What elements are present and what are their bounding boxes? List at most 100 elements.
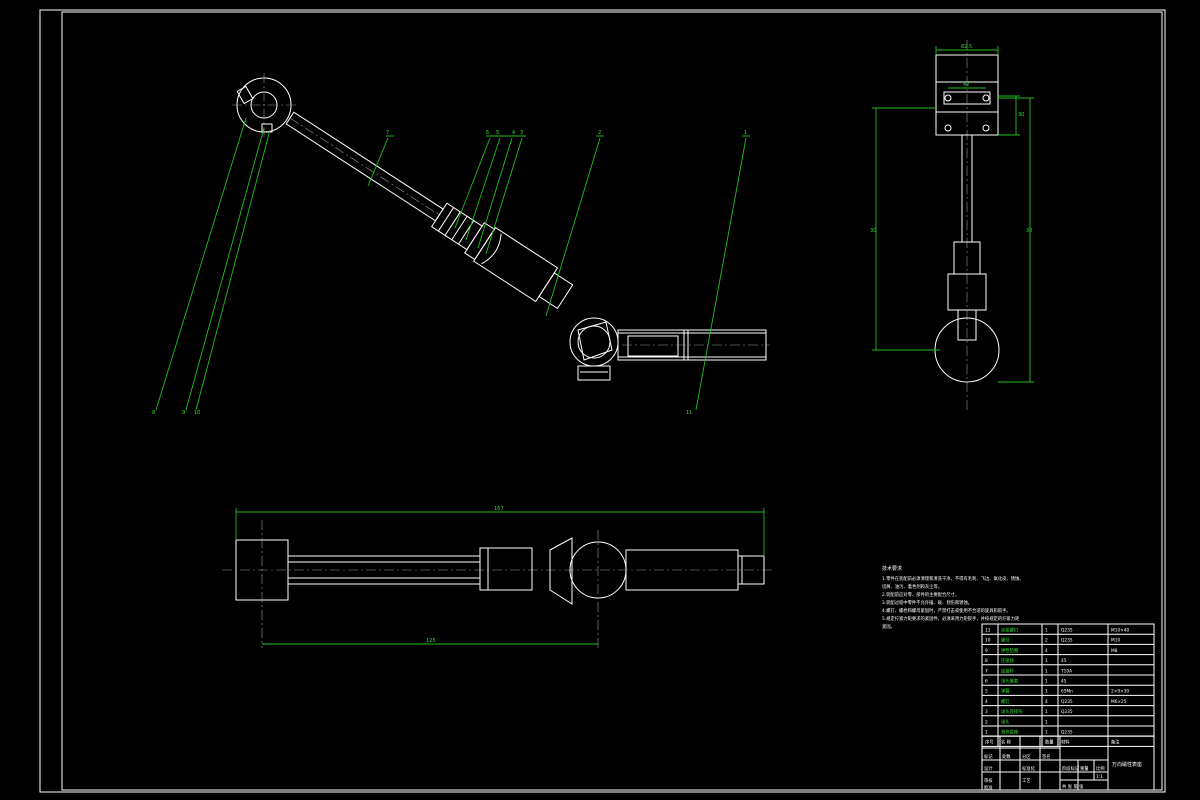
balloon-3: 3 xyxy=(520,130,523,136)
balloon-9: 9 xyxy=(182,410,185,416)
bom-cell: Q235 xyxy=(1061,730,1073,736)
title-label: 批准 xyxy=(984,784,993,791)
bom-cell: 滑块底座 xyxy=(1001,729,1019,736)
title-label: 标准化 xyxy=(1022,765,1036,772)
bom-cell: Q235 xyxy=(1061,699,1073,705)
balloon-4: 4 xyxy=(512,130,515,136)
connecting-rod xyxy=(285,111,444,222)
bom-cell: 球头螺套 xyxy=(1001,678,1019,685)
bom-cell: 65Mn xyxy=(1061,689,1073,695)
bom-header-cell: 名 称 xyxy=(1001,739,1012,746)
title-label: 审核 xyxy=(984,777,993,784)
technical-notes: 技术要求 1.零件在装配前必须清理和清洗干净，不得有毛刺、飞边、氧化皮、锈蚀、 … xyxy=(882,565,1024,630)
title-block: 标记 处数 分区 签名 设计 标准化 阶段标记 重量 比例 审核 工艺 批准 共… xyxy=(981,735,1155,791)
bom-header-cell: 序号 xyxy=(985,739,994,746)
bom-cell: 弹簧 xyxy=(1001,688,1010,695)
bom-cell: Q235 xyxy=(1061,638,1073,644)
dim-overall-height-left: 30 xyxy=(870,228,876,234)
bom-cell: 夹紧螺钉 xyxy=(1001,627,1019,634)
ball-nut xyxy=(577,365,611,381)
note-line: 1.零件在装配前必须清理和清洗干净，不得有毛刺、飞边、氧化皮、锈蚀、 xyxy=(882,575,1024,582)
bom-cell: 球头 xyxy=(1001,718,1010,725)
balloon-1: 1 xyxy=(744,130,747,136)
bom-cell: 7 xyxy=(985,668,988,674)
bom-cell: 2 xyxy=(985,719,988,725)
bom-cell: 4 xyxy=(1045,699,1048,705)
dim-bottom-overall: 167 xyxy=(494,506,504,512)
ball-socket-block xyxy=(472,226,559,303)
bom-cell: 6 xyxy=(985,679,988,685)
notes-title: 技术要求 xyxy=(882,565,902,572)
bottom-view: 167 125 xyxy=(222,506,775,648)
drawing-sheet-border xyxy=(39,9,1166,793)
bom-cell: 1 xyxy=(1045,709,1048,715)
bom-cell: 1 xyxy=(1045,679,1048,685)
bom-cell: M10×40 xyxy=(1111,628,1130,634)
bom-cell: 1 xyxy=(1045,719,1048,725)
bom-cell: 8 xyxy=(985,658,988,664)
title-label: 重量 xyxy=(1080,765,1089,772)
bom-cell: 1 xyxy=(1045,668,1048,674)
title-label: 阶段标记 xyxy=(1062,765,1080,772)
title-label: 标记 xyxy=(984,753,993,760)
bom-header-cell: 备注 xyxy=(1111,739,1120,746)
balloon-5: 5 xyxy=(496,130,499,136)
balloon-11: 11 xyxy=(686,410,692,416)
title-label: 处数 xyxy=(1002,753,1011,760)
dim-overall-height-right: 30 xyxy=(1026,228,1032,234)
bom-cell: 4 xyxy=(1045,648,1048,654)
bom-cell: T10A xyxy=(1060,668,1072,674)
bom-header-cell: 材料 xyxy=(1061,739,1070,746)
balloon-8: 8 xyxy=(152,410,155,416)
dim-top-width: 82.5 xyxy=(961,44,972,50)
balloon-6: 6 xyxy=(486,130,489,136)
main-assembly-view xyxy=(232,73,770,381)
dim-clamp-height: 30 xyxy=(1018,112,1024,118)
bottom-sleeve xyxy=(479,547,533,591)
side-view: 82.5 42 30 30 30 xyxy=(870,40,1034,410)
note-line: 切屑、油污、着色剂和灰尘等。 xyxy=(882,583,942,590)
bom-cell: 球头连接块 xyxy=(1001,708,1023,715)
leader-lines xyxy=(155,117,750,411)
bom-cell: 11 xyxy=(985,628,991,634)
bom-cell: 45 xyxy=(1061,679,1067,685)
note-line: 4.螺钉、螺栓和螺母紧固时，严禁打击或使用不合适的旋具和扳手。 xyxy=(882,607,1011,614)
bom-cell: 9 xyxy=(985,648,988,654)
balloon-2: 2 xyxy=(598,130,601,136)
drawing-frame xyxy=(61,11,1163,791)
balloon-7: 7 xyxy=(386,130,389,136)
note-line: 3.装配过程中零件不允许磕、碰、划伤和锈蚀。 xyxy=(882,599,972,606)
bom-cell: 螺钉 xyxy=(1001,698,1010,705)
note-line: 5.规定拧紧力矩要求的紧固件，必须采用力矩扳手，并按规定的拧紧力矩 xyxy=(882,615,1020,622)
bom-cell: 连接座 xyxy=(1001,657,1015,664)
bom-header-cell: 数量 xyxy=(1045,739,1054,746)
balloon-labels: 7 6 5 4 3 2 1 8 9 10 11 xyxy=(152,130,747,416)
bom-cell: 2×9×30 xyxy=(1111,689,1129,695)
bom-cell: 5 xyxy=(985,689,988,695)
note-line: 紧固。 xyxy=(882,623,895,630)
balloon-10: 10 xyxy=(194,410,200,416)
bom-cell: 1 xyxy=(1045,658,1048,664)
bom-cell: M8 xyxy=(1111,648,1118,654)
dim-bottom-partial: 125 xyxy=(426,638,436,644)
bom-cell: 2 xyxy=(1045,638,1048,644)
title-label: 共 张 第 张 xyxy=(1062,783,1084,790)
bom-cell: 45 xyxy=(1061,658,1067,664)
bom-cell: 3 xyxy=(985,709,988,715)
title-label: 工艺 xyxy=(1022,778,1031,784)
bom-cell: 1 xyxy=(1045,730,1048,736)
dim-inner-width: 42 xyxy=(963,82,969,88)
title-label: 签名 xyxy=(1042,753,1051,760)
bom-cell: Q235 xyxy=(1061,628,1073,634)
drawing-title: 万向磁性表座 xyxy=(1112,761,1142,768)
bom-cell: 1 xyxy=(1045,689,1048,695)
bom-cell: 弹性垫圈 xyxy=(1001,647,1018,654)
title-label: 分区 xyxy=(1022,753,1031,760)
bom-cell: M10 xyxy=(1111,638,1120,644)
bom-cell: 1 xyxy=(985,730,988,736)
bom-cell: Q235 xyxy=(1061,709,1073,715)
bom-cell: 10 xyxy=(985,638,991,644)
bom-cell: M6×25 xyxy=(1111,699,1127,705)
